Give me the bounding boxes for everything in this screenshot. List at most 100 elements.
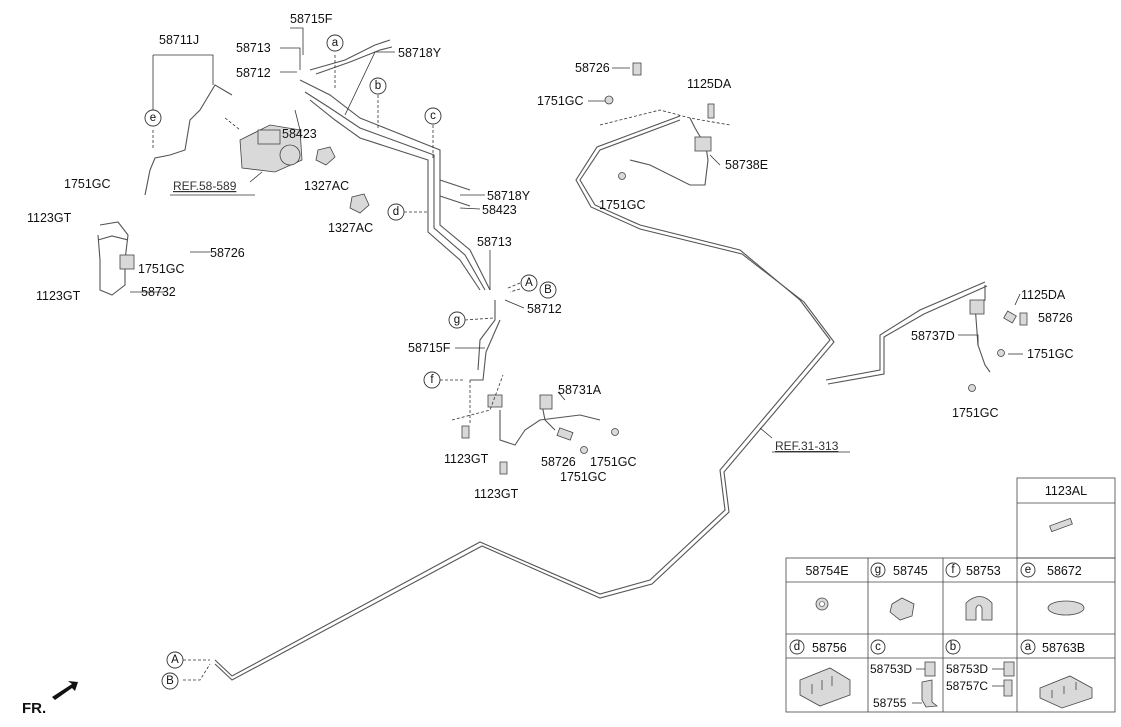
callout-c: c (424, 107, 442, 125)
svg-text:c: c (875, 641, 881, 653)
sub-label-58753D: 58753D (870, 662, 912, 676)
svg-text:e: e (1025, 564, 1031, 576)
part-label-58726: 58726 (210, 246, 245, 260)
leader-AB-low (183, 659, 211, 681)
leader-58718Y (344, 51, 395, 116)
part-label-1751GC: 1751GC (952, 406, 999, 420)
front-arrow-icon (52, 681, 78, 700)
table-header-1123AL: 1123AL (1045, 484, 1087, 498)
nut-icon (315, 146, 336, 166)
table-header-e-58672: e 58672 (1020, 562, 1082, 578)
leader-1125DA-r (1014, 293, 1021, 306)
part-label-58711J: 58711J (159, 33, 199, 47)
svg-text:a: a (332, 37, 339, 49)
clip-58756-icon (799, 667, 851, 707)
part-label-58423: 58423 (482, 203, 517, 217)
table-header-f-58753: f 58753 (945, 562, 1001, 578)
leader-58738E (599, 109, 731, 126)
svg-text:58763B: 58763B (1042, 641, 1085, 655)
leader-ref31313 (759, 427, 773, 439)
leader-AB-mid (507, 282, 521, 293)
top-right-hose-assembly (604, 62, 715, 186)
part-label-58423: 58423 (282, 127, 317, 141)
part-label-1751GC: 1751GC (1027, 347, 1074, 361)
svg-text:58753: 58753 (966, 564, 1001, 578)
svg-text:f: f (430, 374, 434, 386)
clip-58753D-icon (924, 661, 936, 677)
svg-text:B: B (166, 675, 174, 687)
part-label-1751GC: 1751GC (590, 455, 637, 469)
svg-text:58745: 58745 (893, 564, 928, 578)
leader-58423 (294, 109, 301, 131)
callout-d: d (387, 203, 405, 221)
callout-f: f (423, 371, 441, 389)
svg-text:f: f (951, 564, 955, 576)
leader-b-sub (992, 668, 1004, 687)
clip-58745-icon (889, 597, 915, 621)
svg-text:58756: 58756 (812, 641, 847, 655)
main-brake-pipe-long (214, 115, 988, 681)
part-label-58726: 58726 (541, 455, 576, 469)
svg-text:A: A (171, 654, 179, 666)
left-hose-assembly (97, 84, 233, 296)
table-header-a-58763B: a 58763B (1020, 639, 1085, 655)
table-header-b: b (945, 639, 961, 655)
part-label-58738E: 58738E (725, 158, 768, 172)
table-header-58754E: 58754E (805, 564, 848, 578)
part-label-58731A: 58731A (558, 383, 602, 397)
part-label-58713: 58713 (477, 235, 512, 249)
leader-g (464, 317, 494, 321)
parts-legend-table: 1123AL 58754E g 58745 f 58753 e 58672 (785, 477, 1116, 713)
part-label-1751GC: 1751GC (537, 94, 584, 108)
svg-text:b: b (950, 641, 956, 653)
abs-module-icon (239, 124, 303, 173)
svg-text:e: e (150, 112, 156, 124)
leader-c-sub (912, 668, 925, 704)
part-label-1123GT: 1123GT (474, 487, 519, 501)
part-label-1751GC: 1751GC (599, 198, 646, 212)
ref-label-58-589: REF.58-589 (173, 179, 237, 193)
bolt-1123AL-icon (1049, 517, 1073, 533)
leader-58737D (958, 334, 979, 345)
part-label-1125DA: 1125DA (1021, 288, 1066, 302)
leader-58713 (280, 47, 301, 70)
part-label-58713: 58713 (236, 41, 271, 55)
svg-text:a: a (1025, 641, 1032, 653)
table-header-c: c (870, 639, 886, 655)
leader-58731A (451, 374, 504, 425)
callout-B-low: B (161, 672, 179, 690)
bracket-58757C-icon (1003, 679, 1013, 697)
svg-text:c: c (430, 110, 436, 122)
leader-58738E-text (709, 154, 721, 166)
leader-abs (224, 117, 241, 131)
bracket-58755-icon (921, 679, 939, 708)
part-label-58726: 58726 (1038, 311, 1073, 325)
part-label-58718Y: 58718Y (487, 189, 531, 203)
clip-58763B-icon (1039, 675, 1093, 709)
part-label-1751GC: 1751GC (64, 177, 111, 191)
part-label-1123GT: 1123GT (36, 289, 81, 303)
svg-text:g: g (875, 564, 881, 576)
right-hose-assembly (968, 285, 1028, 392)
svg-text:B: B (544, 284, 552, 296)
part-label-1327AC: 1327AC (328, 221, 373, 235)
svg-text:d: d (393, 206, 399, 218)
part-label-58712: 58712 (236, 66, 271, 80)
clip-58753D-b-icon (1003, 661, 1015, 677)
callout-A-low: A (166, 651, 184, 669)
grommet-58672-icon (1047, 600, 1085, 616)
leader-58711J (152, 54, 214, 110)
front-direction-indicator: FR. (22, 681, 78, 717)
part-label-1751GC: 1751GC (138, 262, 185, 276)
part-label-1125DA: 1125DA (687, 77, 732, 91)
part-label-1123GT: 1123GT (27, 211, 72, 225)
ref-label-31-313: REF.31-313 (775, 439, 839, 453)
central-pipe-bundle (299, 39, 501, 381)
svg-text:g: g (454, 314, 460, 326)
svg-text:FR.: FR. (22, 700, 46, 717)
clip-58753-icon (965, 596, 993, 621)
leader-58423-mid (459, 207, 481, 210)
part-label-58715F: 58715F (408, 341, 451, 355)
svg-text:d: d (794, 641, 800, 653)
